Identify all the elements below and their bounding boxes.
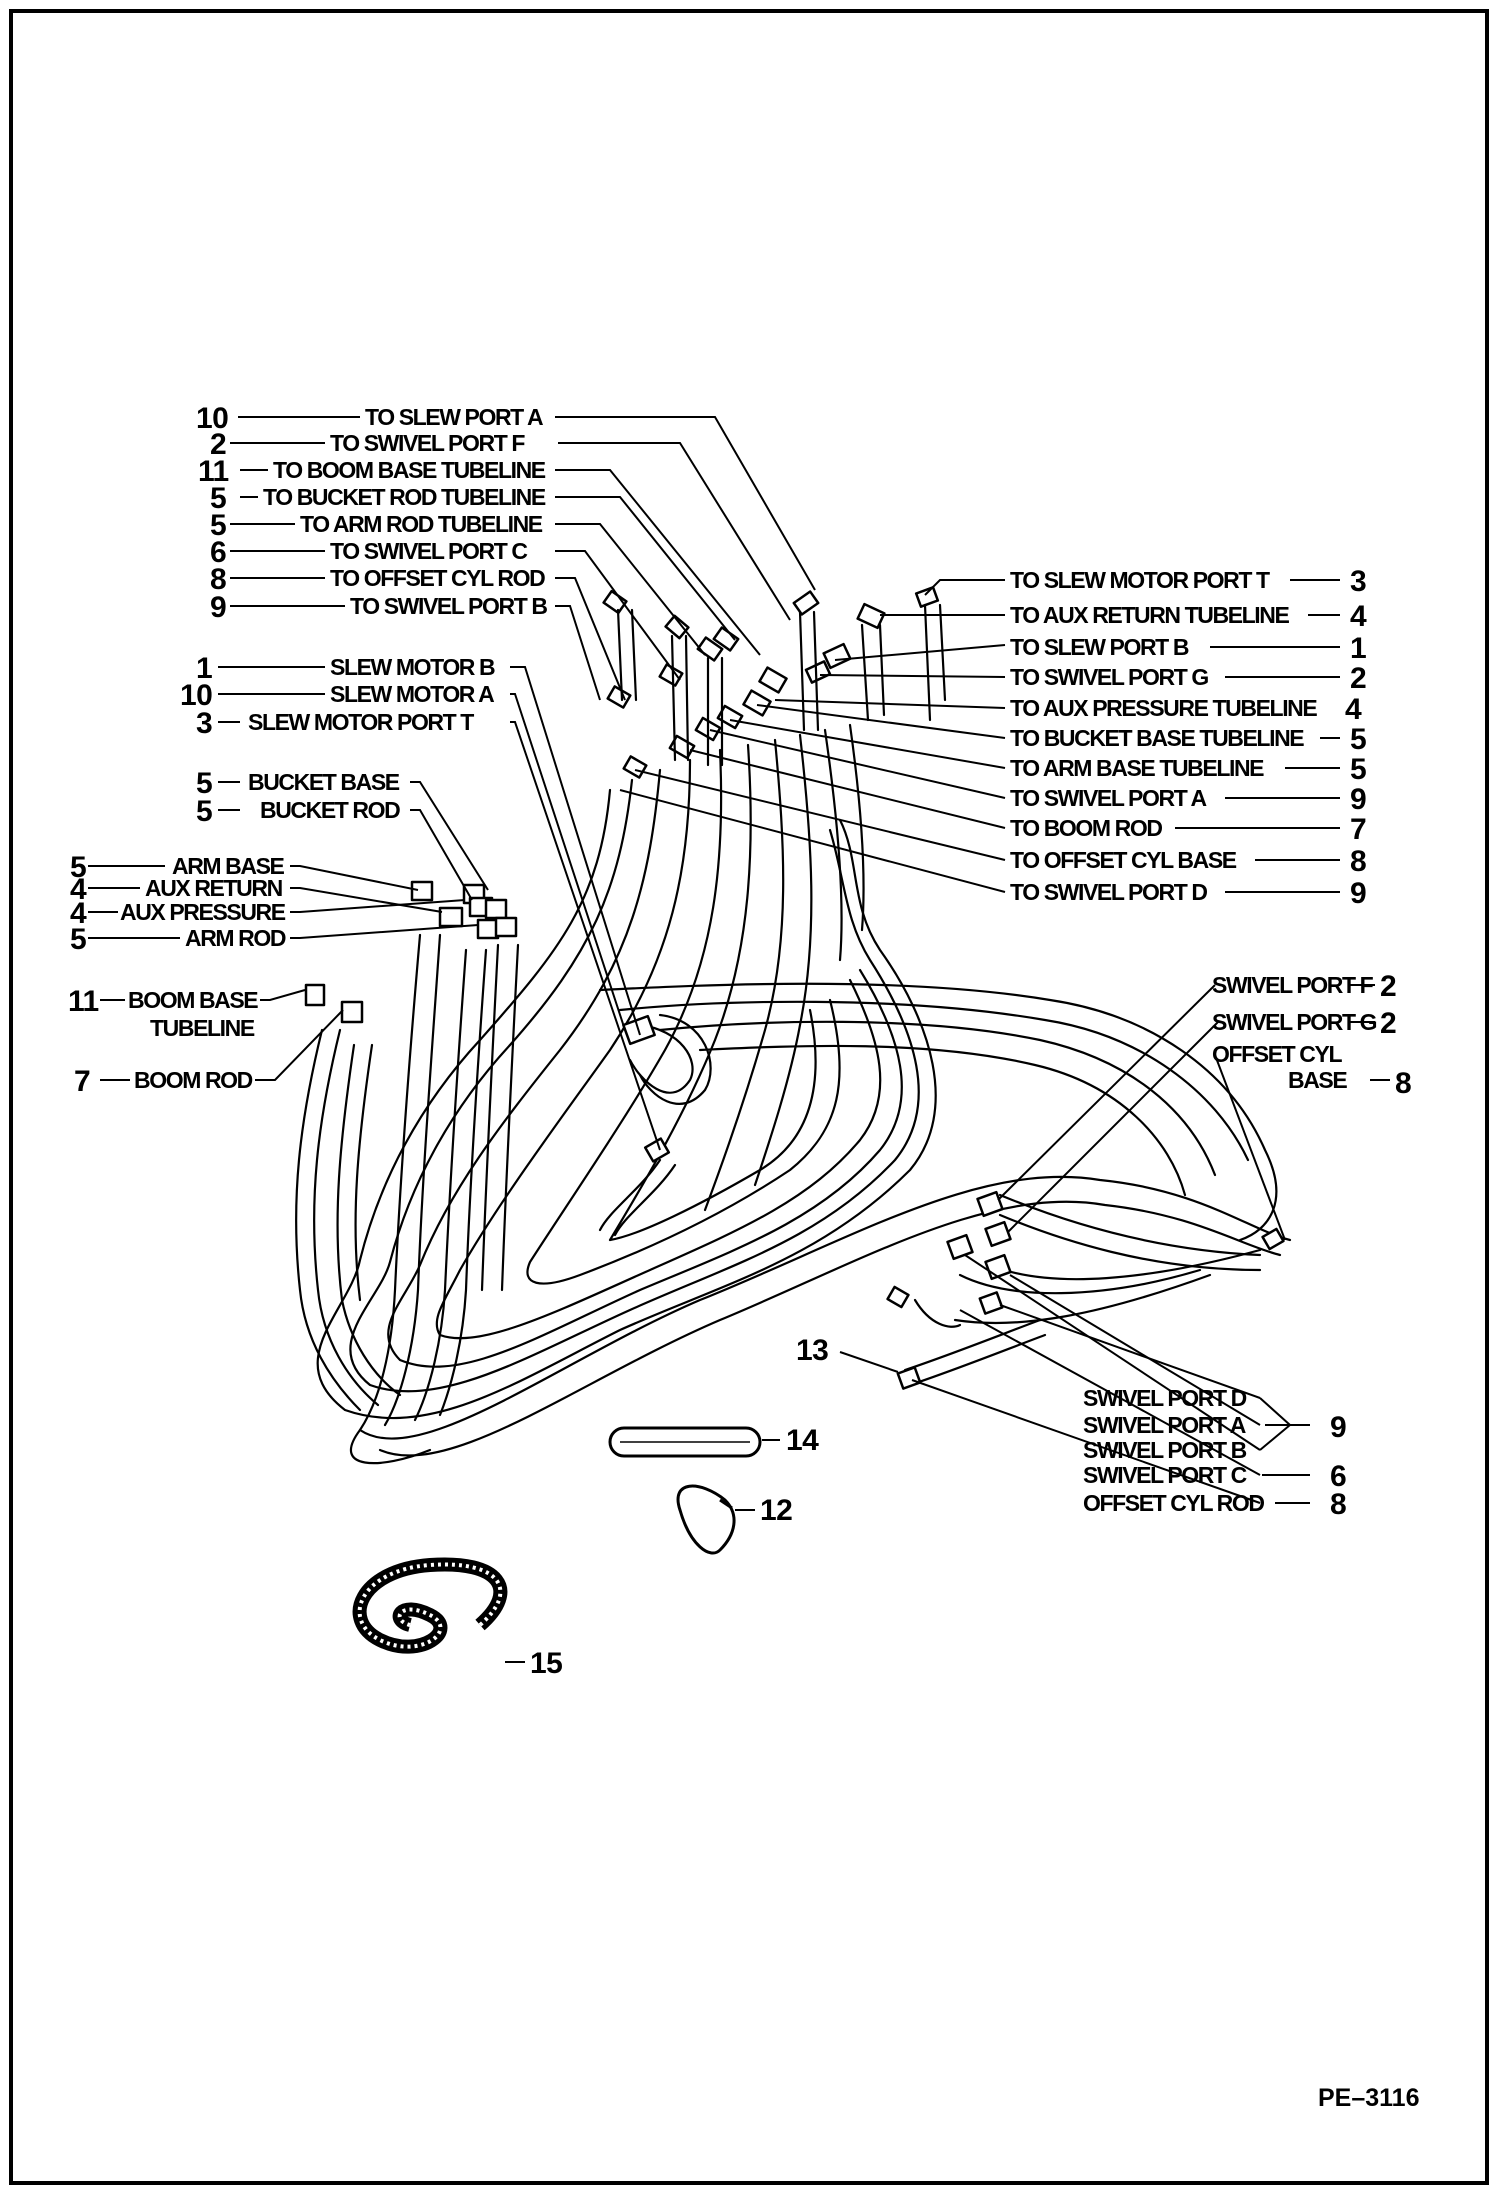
- callout-number: 9: [1350, 877, 1366, 910]
- callout-label: TO BUCKET ROD TUBELINE: [263, 484, 546, 510]
- callout-label: SLEW MOTOR B: [330, 654, 495, 680]
- callout-number: 5: [70, 851, 86, 884]
- callout-label: TO ARM BASE TUBELINE: [1010, 755, 1264, 781]
- callout-label: SLEW MOTOR A: [330, 681, 494, 707]
- callout-label: TO SWIVEL PORT B: [350, 593, 547, 619]
- callout-number: 13: [796, 1334, 828, 1367]
- callout-number: 4: [70, 897, 87, 930]
- callout-number: 9: [1330, 1411, 1346, 1444]
- callout-number: 2: [1380, 1007, 1396, 1040]
- reference-code: PE–3116: [1318, 2084, 1420, 2112]
- leader-lines: [88, 416, 1390, 1663]
- coil-part-15-drawing: [352, 1557, 508, 1654]
- callout-label: TO SWIVEL PORT G: [1010, 664, 1208, 690]
- callout-label: TO ARM ROD TUBELINE: [300, 511, 543, 537]
- callout-number: 8: [210, 563, 226, 596]
- callout-number: 9: [210, 591, 226, 624]
- callout-number: 1: [196, 652, 212, 685]
- callout-number: 4: [70, 873, 87, 906]
- callout-number: 1: [1350, 632, 1366, 665]
- callout-label: TO SLEW MOTOR PORT T: [1010, 567, 1270, 593]
- callout-number: 11: [198, 455, 229, 488]
- callout-label: TO SWIVEL PORT C: [330, 538, 527, 564]
- callout-label: TO SWIVEL PORT A: [1010, 785, 1206, 811]
- callout-label: BUCKET ROD: [260, 797, 400, 823]
- callout-number: 2: [1380, 970, 1396, 1003]
- callout-label: BOOM BASE: [128, 987, 258, 1013]
- callout-number: 11: [68, 985, 99, 1018]
- callout-label: ARM ROD: [185, 925, 286, 951]
- sheet-border: [9, 9, 1489, 2185]
- callout-number: 2: [210, 428, 226, 461]
- callout-label: TO SWIVEL PORT F: [330, 430, 525, 456]
- callout-label: SWIVEL PORT D: [1083, 1385, 1247, 1411]
- callout-number: 5: [1350, 723, 1366, 756]
- callout-label: TO SWIVEL PORT D: [1010, 879, 1207, 905]
- callout-number: 8: [1350, 845, 1366, 878]
- callout-number: 5: [210, 482, 226, 515]
- sleeve-part-14-drawing: [608, 1426, 762, 1458]
- callout-label: SWIVEL PORT B: [1083, 1437, 1247, 1463]
- callout-number: 8: [1395, 1067, 1411, 1100]
- callout-label: TO BOOM ROD: [1010, 815, 1162, 841]
- callout-number: 2: [1350, 662, 1366, 695]
- callout-number: 10: [180, 679, 212, 712]
- callout-number: 12: [760, 1494, 792, 1527]
- callout-number: 7: [74, 1065, 90, 1098]
- callout-number: 10: [196, 402, 228, 435]
- callout-label: AUX RETURN: [145, 875, 283, 901]
- callout-label: TO BUCKET BASE TUBELINE: [1010, 725, 1304, 751]
- callout-label-line2: TUBELINE: [150, 1015, 255, 1041]
- callout-number: 5: [196, 795, 212, 828]
- callout-label: ARM BASE: [172, 853, 285, 879]
- callout-label: TO SLEW PORT A: [365, 404, 543, 430]
- callout-number: 9: [1350, 783, 1366, 816]
- callout-label: TO SLEW PORT B: [1010, 634, 1189, 660]
- callout-label: OFFSET CYL ROD: [1083, 1490, 1264, 1516]
- callout-number: 7: [1350, 813, 1366, 846]
- callout-label: TO AUX RETURN TUBELINE: [1010, 602, 1289, 628]
- callout-label: TO OFFSET CYL ROD: [330, 565, 545, 591]
- callout-number: 3: [1350, 565, 1366, 598]
- callout-label: TO AUX PRESSURE TUBELINE: [1010, 695, 1317, 721]
- callout-number: 8: [1330, 1488, 1346, 1521]
- callout-label: TO BOOM BASE TUBELINE: [273, 457, 546, 483]
- callout-label: SWIVEL PORT G: [1212, 1009, 1377, 1035]
- callout-number: 5: [210, 509, 226, 542]
- callout-number: 5: [70, 923, 86, 956]
- clamp-part-12-drawing: [676, 1484, 736, 1555]
- callout-number: 3: [196, 707, 212, 740]
- callout-number: 15: [530, 1647, 562, 1680]
- callout-label: SWIVEL PORT C: [1083, 1462, 1247, 1488]
- callout-label: OFFSET CYL: [1212, 1041, 1342, 1067]
- callout-number: 5: [196, 767, 212, 800]
- callout-label: BOOM ROD: [134, 1067, 253, 1093]
- callout-number: 4: [1350, 600, 1367, 633]
- callout-label: SWIVEL PORT F: [1212, 972, 1374, 998]
- callout-label-line2: BASE: [1288, 1067, 1347, 1093]
- callout-number: 6: [1330, 1460, 1346, 1493]
- callout-label: SLEW MOTOR PORT T: [248, 709, 474, 735]
- callout-number: 6: [210, 536, 226, 569]
- callout-label: AUX PRESSURE: [120, 899, 286, 925]
- callout-label: BUCKET BASE: [248, 769, 400, 795]
- callout-label: TO OFFSET CYL BASE: [1010, 847, 1237, 873]
- callout-number: 4: [1345, 693, 1362, 726]
- callout-number: 5: [1350, 753, 1366, 786]
- callout-label: SWIVEL PORT A: [1083, 1412, 1246, 1438]
- callout-number: 14: [786, 1424, 819, 1457]
